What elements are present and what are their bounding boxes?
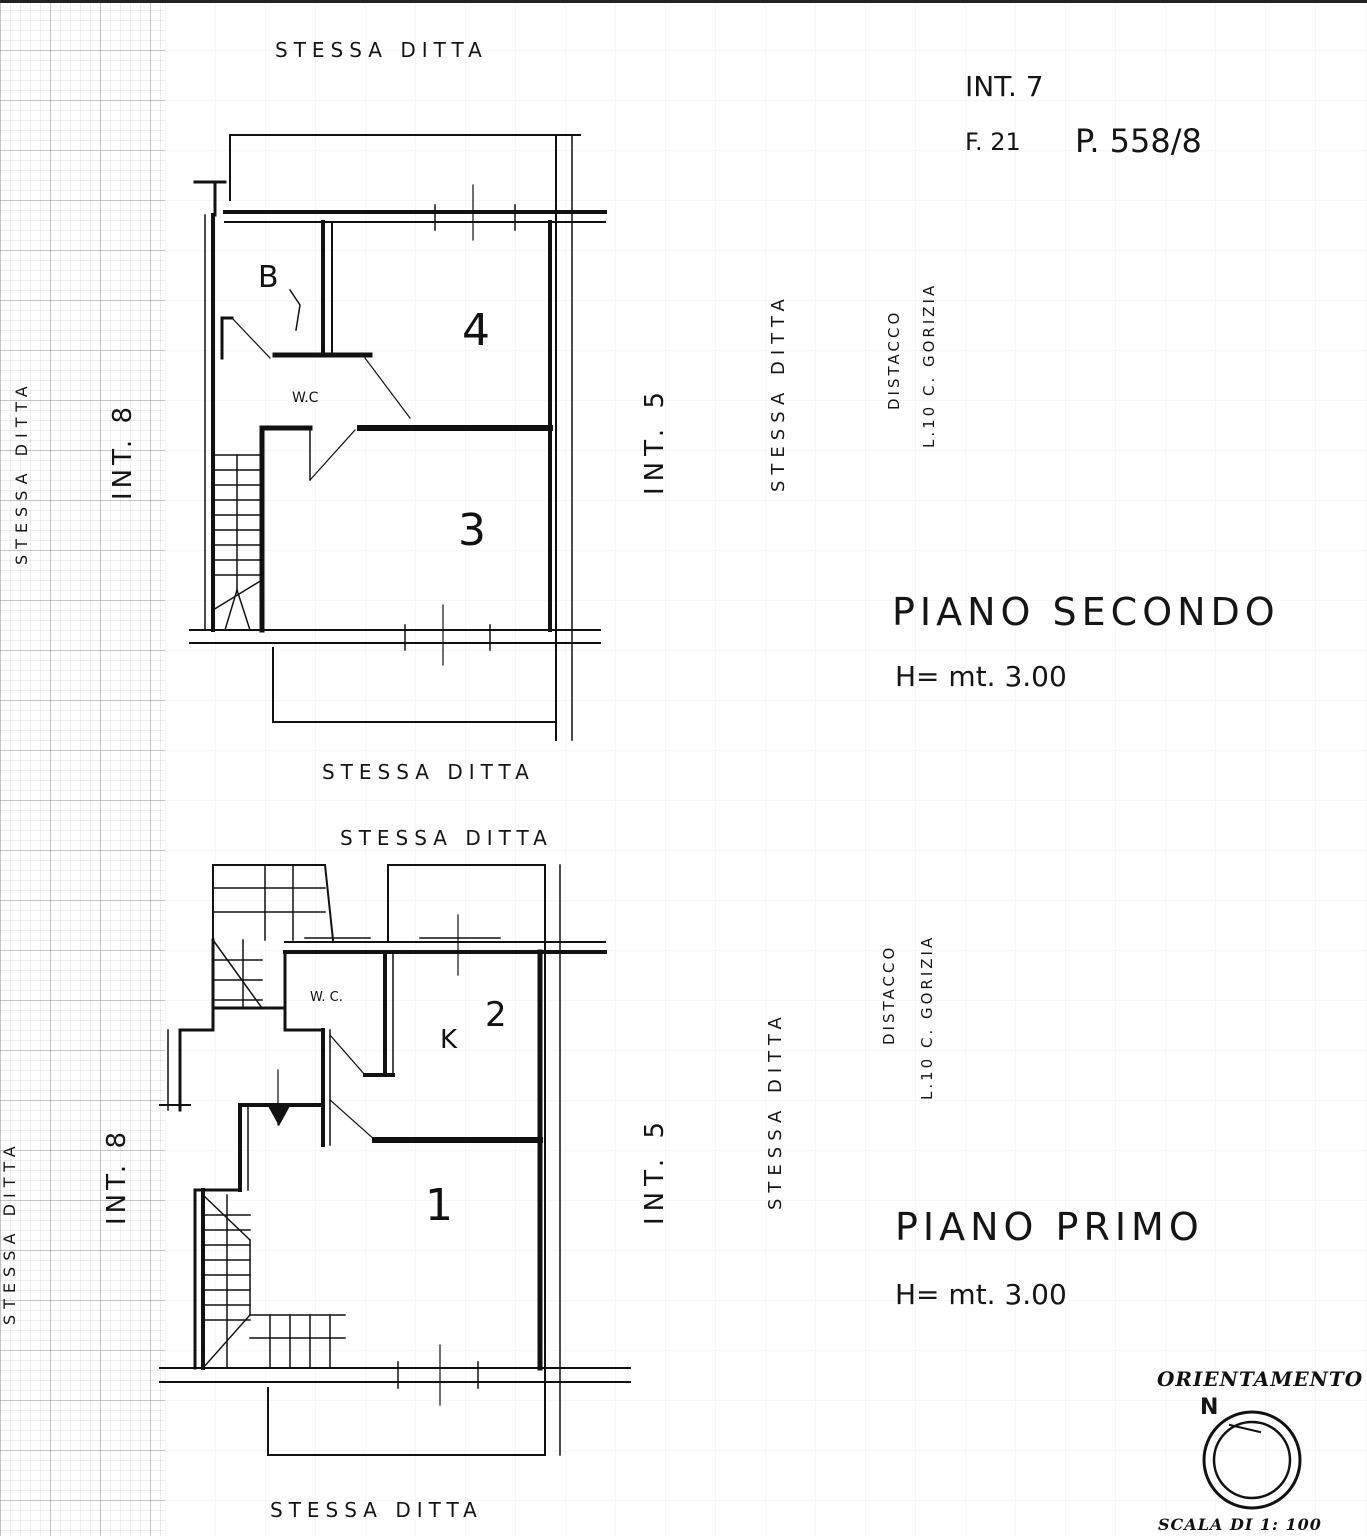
label-stessa-ditta-top: STESSA DITTA bbox=[275, 38, 488, 62]
label-int-5-upper: INT. 5 bbox=[640, 386, 670, 495]
label-stessa-ditta-left-upper: STESSA DITTA bbox=[12, 380, 31, 565]
particella-label: P. 558/8 bbox=[1075, 122, 1202, 160]
label-int-5-lower: INT. 5 bbox=[640, 1116, 670, 1225]
foglio-label: F. 21 bbox=[965, 128, 1021, 156]
label-distacco-detail-upper: L.10 C. GORIZIA bbox=[920, 282, 938, 448]
floor-height-first: H= mt. 3.00 bbox=[895, 1278, 1067, 1311]
room-label-3: 3 bbox=[458, 505, 486, 556]
north-label: N bbox=[1200, 1395, 1219, 1420]
graph-paper-grid bbox=[0, 0, 165, 1536]
graph-paper-faint-grid bbox=[165, 0, 1367, 1536]
label-int-8-lower: INT. 8 bbox=[102, 1128, 132, 1225]
label-stessa-ditta-upper-bottom: STESSA DITTA bbox=[322, 760, 535, 784]
sheet-top-edge bbox=[0, 0, 1367, 3]
label-stessa-ditta-left-lower: STESSA DITTA bbox=[0, 1140, 19, 1325]
room-label-2: 2 bbox=[485, 995, 507, 1035]
floor-height-second: H= mt. 3.00 bbox=[895, 660, 1067, 693]
room-label-wc-lower: W. C. bbox=[310, 990, 343, 1005]
north-compass-icon bbox=[1202, 1410, 1302, 1510]
label-distacco-detail-lower: L.10 C. GORIZIA bbox=[918, 934, 936, 1100]
label-distacco-upper: DISTACCO bbox=[885, 309, 903, 410]
room-label-b: B bbox=[258, 260, 279, 295]
label-stessa-ditta-right-lower: STESSA DITTA bbox=[765, 1011, 786, 1210]
orientation-title: ORIENTAMENTO bbox=[1157, 1367, 1364, 1391]
room-label-k: K bbox=[440, 1025, 458, 1055]
room-label-1: 1 bbox=[425, 1180, 453, 1231]
lower-floor-plan bbox=[159, 864, 631, 1456]
label-int-8-upper: INT. 8 bbox=[108, 403, 138, 500]
label-stessa-ditta-right-upper: STESSA DITTA bbox=[768, 293, 789, 492]
scale-label: SCALA DI 1: 100 bbox=[1158, 1515, 1322, 1534]
room-label-wc-upper: W.C bbox=[292, 390, 319, 406]
floor-title-first: PIANO PRIMO bbox=[895, 1205, 1204, 1249]
upper-floor-plan bbox=[189, 134, 607, 741]
label-distacco-lower: DISTACCO bbox=[880, 944, 898, 1045]
label-stessa-ditta-lower-top: STESSA DITTA bbox=[340, 826, 553, 850]
floor-title-second: PIANO SECONDO bbox=[892, 590, 1280, 634]
label-stessa-ditta-bottom: STESSA DITTA bbox=[270, 1498, 483, 1522]
room-label-4: 4 bbox=[462, 305, 490, 356]
unit-number-label: INT. 7 bbox=[965, 70, 1044, 103]
